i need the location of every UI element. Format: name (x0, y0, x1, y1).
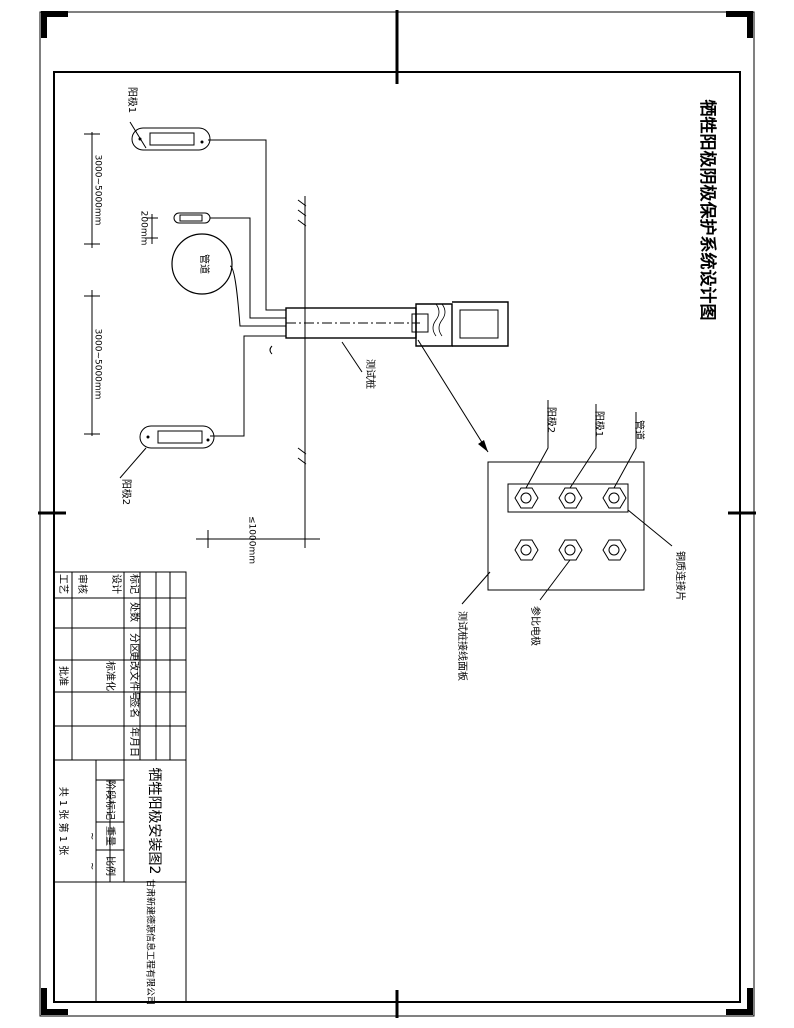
dimension-lines (84, 132, 320, 548)
corner-marks (41, 11, 753, 1015)
test-post (285, 301, 509, 347)
role-review: 审核 (76, 574, 89, 594)
leaders (119, 121, 673, 605)
company: 甘肃新建德源信息工程有限公司 (145, 879, 157, 1005)
header-col-3: 分区 (128, 633, 140, 653)
header-col-6: 年月日 (128, 727, 141, 757)
scale-label: 比例 (104, 856, 117, 876)
label-panel-anode-1: 阳极1 (593, 411, 606, 437)
weight-label: 重量 (104, 826, 117, 846)
label-pipe: 管道 (198, 254, 211, 274)
anode-2 (139, 425, 215, 449)
wires (208, 139, 489, 453)
header-col-1: 标记 (128, 574, 140, 594)
sheets: 共 1 张 第 1 张 (57, 787, 70, 856)
ref-small-electrode (173, 212, 211, 224)
center-marks (38, 10, 756, 1018)
label-dist-200: 200mm (139, 211, 149, 246)
test-panel (487, 461, 645, 591)
drawing-name: 牺牲阳极安装图2 (146, 768, 162, 875)
ground-lines (297, 196, 307, 536)
pipe-circle (171, 233, 233, 295)
label-panel-name: 测试桩接线面板 (456, 611, 469, 681)
bolts (514, 487, 627, 561)
header-col-2: 处数 (128, 602, 141, 622)
standardization: 标准化 (104, 661, 117, 691)
header-col-4: 更改文件号 (128, 651, 141, 701)
role-design: 设计 (110, 574, 123, 594)
tilde-1: ~ (86, 832, 97, 840)
label-ref-electrode: 参比电极 (529, 606, 542, 646)
arrow-head (478, 440, 488, 452)
label-panel-anode-2: 阳极2 (545, 407, 558, 433)
label-anode-2: 阳极2 (120, 479, 133, 505)
label-dist-top: 3000~5000mm (93, 155, 103, 226)
label-copper-plate: 铜质连接片 (674, 551, 687, 601)
label-anode-1: 阳极1 (126, 87, 139, 113)
header-col-5: 签名 (128, 698, 141, 718)
drawing-labels: 阳极1 阳极2 管道 测试桩 3000~5000mm 3000~5000mm 2… (93, 87, 688, 681)
anode-1 (131, 127, 211, 151)
label-test-post: 测试桩 (364, 359, 377, 389)
diagram-title: 牺牲阳极阴极保护系统设计图 (697, 100, 718, 321)
label-dist-1000: ≤1000mm (247, 516, 257, 564)
approve: 批准 (57, 666, 70, 686)
label-dist-bottom: 3000~5000mm (93, 329, 103, 400)
stage-mark: 阶段标记 (104, 780, 117, 820)
label-panel-pipe: 管道 (633, 420, 646, 440)
role-process: 工艺 (57, 574, 69, 594)
title-block-text: 标记 处数 分区 更改文件号 签名 年月日 设计 审核 工艺 标准化 批准 牺牲… (57, 574, 162, 1005)
tilde-2: ~ (86, 862, 97, 870)
title-block (53, 571, 187, 1003)
